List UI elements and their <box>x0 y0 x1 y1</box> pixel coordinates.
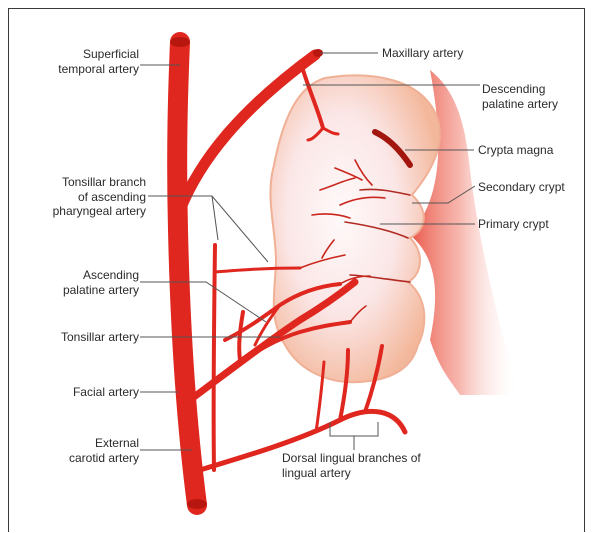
label-facial-artery: Facial artery <box>30 385 139 400</box>
carotid-top-cap <box>170 37 190 47</box>
label-primary-crypt: Primary crypt <box>478 217 549 232</box>
external-carotid-artery-path <box>177 42 197 505</box>
carotid-bottom-cap <box>187 499 207 509</box>
label-crypta-magna: Crypta magna <box>478 143 553 158</box>
tonsillar-branch-ascending-pharyngeal-path <box>214 245 215 470</box>
label-secondary-crypt: Secondary crypt <box>478 180 565 195</box>
label-maxillary-artery: Maxillary artery <box>382 46 463 61</box>
tonsil-body <box>270 75 439 382</box>
label-tonsillar-artery: Tonsillar artery <box>30 330 139 345</box>
